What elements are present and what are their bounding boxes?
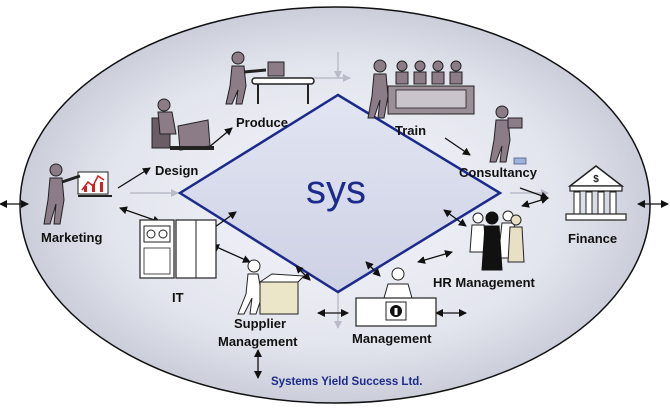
people-group-icon [469,210,525,271]
produce-label: Produce [236,115,288,130]
consultant-icon [489,105,527,165]
hr-management-label: HR Management [433,275,536,290]
center-label: sys [306,168,366,212]
supplier-label-line2: Management [218,334,298,349]
design-label: Design [155,163,198,178]
bank-building-icon: $ [565,165,627,221]
designer-desk-icon [151,98,214,151]
flow-arrows [0,127,669,379]
consultancy-label: Consultancy [459,165,538,180]
company-name: Systems Yield Success Ltd. [271,376,423,388]
supplier-label-line1: Supplier [234,316,286,331]
presenter-chart-icon [43,163,112,225]
server-cabinet-icon [139,219,217,279]
finance-label: Finance [568,231,617,246]
marketing-label: Marketing [41,230,102,245]
manager-desk-icon [355,267,437,327]
core-system-diamond [177,93,503,294]
box-carrier-icon [237,259,306,315]
train-label: Train [395,123,426,138]
management-label: Management [352,331,432,346]
svg-text:$: $ [593,174,599,185]
conveyor-worker-icon [225,51,315,105]
it-label: IT [172,290,184,305]
trainer-class-icon [367,59,475,119]
